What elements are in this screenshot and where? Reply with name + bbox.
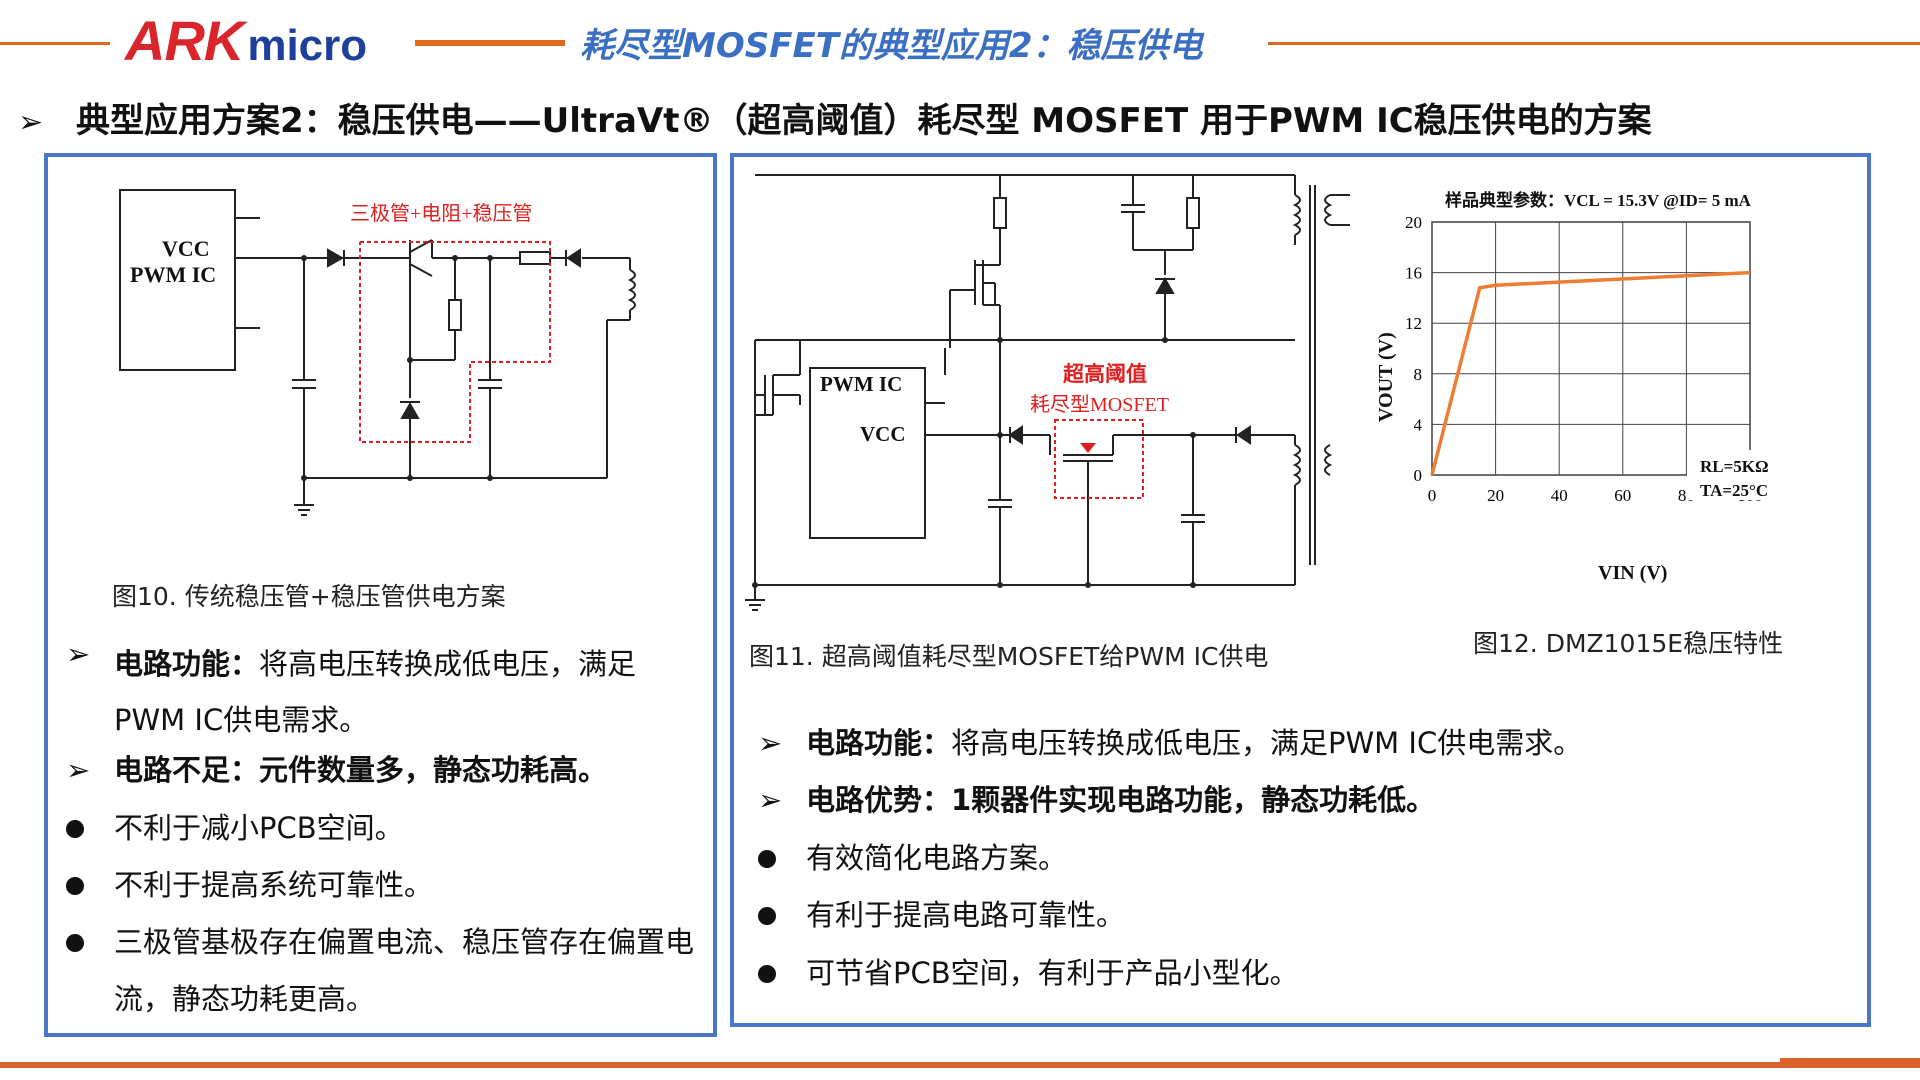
right-panel: [730, 153, 1871, 1027]
regulation-chart: 样品典型参数：VCL = 15.3V @ID= 5 mA 02040608010…: [1375, 190, 1792, 584]
dot-bullet-icon: [758, 907, 776, 925]
dot-bullet-icon: [758, 965, 776, 983]
right-bullet-3: 有效简化电路方案。: [758, 840, 1838, 876]
bullet-bold: 电路优势：1颗器件实现电路功能，静态功耗低。: [806, 783, 1436, 817]
dot-bullet-icon: [758, 850, 776, 868]
bullet-text: 将高电压转换成低电压，满足PWM IC供电需求。: [951, 726, 1583, 760]
traditional-circuit-diagram: VCC PWM IC 三极管+电阻+稳压管: [119, 189, 636, 516]
figure-12-caption: 图12. DMZ1015E稳压特性: [1473, 629, 1784, 658]
left-bullet-5: 三极管基极存在偏置电流、稳压管存在偏置电流，静态功耗更高。: [66, 924, 696, 1028]
arrow-bullet-icon: ➢: [758, 726, 783, 760]
chart-frame: [1431, 221, 1751, 476]
footer-line: [0, 1062, 1920, 1068]
chart-x-tick-label: 20: [1487, 486, 1504, 505]
arrow-bullet-icon: ➢: [66, 637, 91, 671]
arrow-bullet-icon: ➢: [66, 753, 91, 787]
bullet-text: 有利于提高电路可靠性。: [806, 898, 1126, 932]
chart-y-tick-label: 16: [1405, 264, 1422, 283]
subtitle: ➢ 典型应用方案2：稳压供电——UltraVt®（超高阈值）耗尽型 MOSFET …: [18, 93, 1652, 142]
header-line-right: [1268, 42, 1920, 45]
chart-x-tick-label: 60: [1614, 486, 1631, 505]
bullet-text: 可节省PCB空间，有利于产品小型化。: [806, 956, 1299, 990]
mosfet-annotation-1: 超高阈值: [1063, 362, 1147, 386]
left-bullet-1: ➢ 电路功能：将高电压转换成低电压，满足PWM IC供电需求。: [66, 636, 696, 748]
chart-annotation-rl: RL=5KΩ: [1700, 457, 1769, 476]
chart-y-label: VOUT (V): [1375, 332, 1397, 422]
arrow-bullet-icon: ➢: [758, 783, 783, 817]
right-bullet-1: ➢ 电路功能：将高电压转换成低电压，满足PWM IC供电需求。: [758, 725, 1838, 761]
chart-series-line: [1430, 270, 1751, 476]
mosfet-annotation-2: 耗尽型MOSFET: [1030, 393, 1169, 416]
right-bullet-4: 有利于提高电路可靠性。: [758, 897, 1838, 933]
left-panel: [44, 153, 717, 1037]
chart-y-tick-label: 12: [1405, 314, 1422, 333]
ic-vcc-label: VCC: [860, 422, 906, 446]
ic-vcc-label: VCC: [162, 236, 210, 261]
chart-y-tick-label: 0: [1414, 466, 1423, 485]
dot-bullet-icon: [66, 934, 84, 952]
figure-11-caption: 图11. 超高阈值耗尽型MOSFET给PWM IC供电: [749, 642, 1269, 671]
chart-y-tick-label: 4: [1414, 415, 1423, 434]
right-bullet-5: 可节省PCB空间，有利于产品小型化。: [758, 955, 1838, 991]
chart-x-label: VIN (V): [1598, 562, 1667, 584]
header-line-left: [0, 42, 110, 45]
depletion-mosfet-circuit-diagram: PWM IC VCC 超高阈值 耗尽型MOSFET: [745, 174, 1350, 611]
chart-x-tick-label: 40: [1551, 486, 1568, 505]
page-title: 耗尽型MOSFET的典型应用2：稳压供电: [580, 26, 1203, 66]
pwm-ic-block: [119, 189, 236, 371]
chart-title: 样品典型参数：VCL = 15.3V @ID= 5 mA: [1445, 190, 1752, 210]
left-bullet-4: 不利于提高系统可靠性。: [66, 867, 696, 903]
chart-annotation-ta: TA=25°C: [1700, 481, 1768, 500]
logo-micro: micro: [247, 21, 368, 70]
footer-accent: [1780, 1058, 1920, 1068]
ic-name-label: PWM IC: [820, 372, 902, 396]
bullet-bold: 电路功能：: [114, 647, 260, 681]
chart-grid: [1431, 221, 1751, 476]
left-bullet-3: 不利于减小PCB空间。: [66, 810, 696, 846]
chart-x-tick-label: 0: [1428, 486, 1437, 505]
header-line-mid: [415, 40, 565, 46]
company-logo: ARK micro: [125, 8, 368, 72]
bullet-text: 将高电压转换成低电压，满足PWM IC供电需求。: [114, 647, 637, 737]
subtitle-text: 典型应用方案2：稳压供电——UltraVt®（超高阈值）耗尽型 MOSFET 用…: [76, 101, 1652, 141]
left-bullet-2: ➢ 电路不足：元件数量多，静态功耗高。: [66, 752, 696, 788]
bullet-bold: 电路不足：元件数量多，静态功耗高。: [114, 753, 608, 787]
bullet-text: 不利于提高系统可靠性。: [114, 868, 434, 902]
bullet-bold: 电路功能：: [806, 726, 952, 760]
right-bullet-2: ➢ 电路优势：1颗器件实现电路功能，静态功耗低。: [758, 782, 1838, 818]
circuit-annotation: 三极管+电阻+稳压管: [350, 202, 533, 225]
figure-10-caption: 图10. 传统稳压管+稳压管供电方案: [112, 582, 506, 611]
chart-y-tick-label: 20: [1405, 213, 1422, 232]
dot-bullet-icon: [66, 820, 84, 838]
ic-name-label: PWM IC: [130, 262, 216, 287]
subtitle-arrow-icon: ➢: [18, 105, 44, 140]
dot-bullet-icon: [66, 877, 84, 895]
bullet-text: 三极管基极存在偏置电流、稳压管存在偏置电流，静态功耗更高。: [114, 925, 695, 1016]
bullet-text: 不利于减小PCB空间。: [114, 811, 404, 845]
bullet-text: 有效简化电路方案。: [806, 841, 1068, 875]
logo-ark: ARK: [125, 9, 244, 72]
chart-y-tick-label: 8: [1414, 365, 1423, 384]
